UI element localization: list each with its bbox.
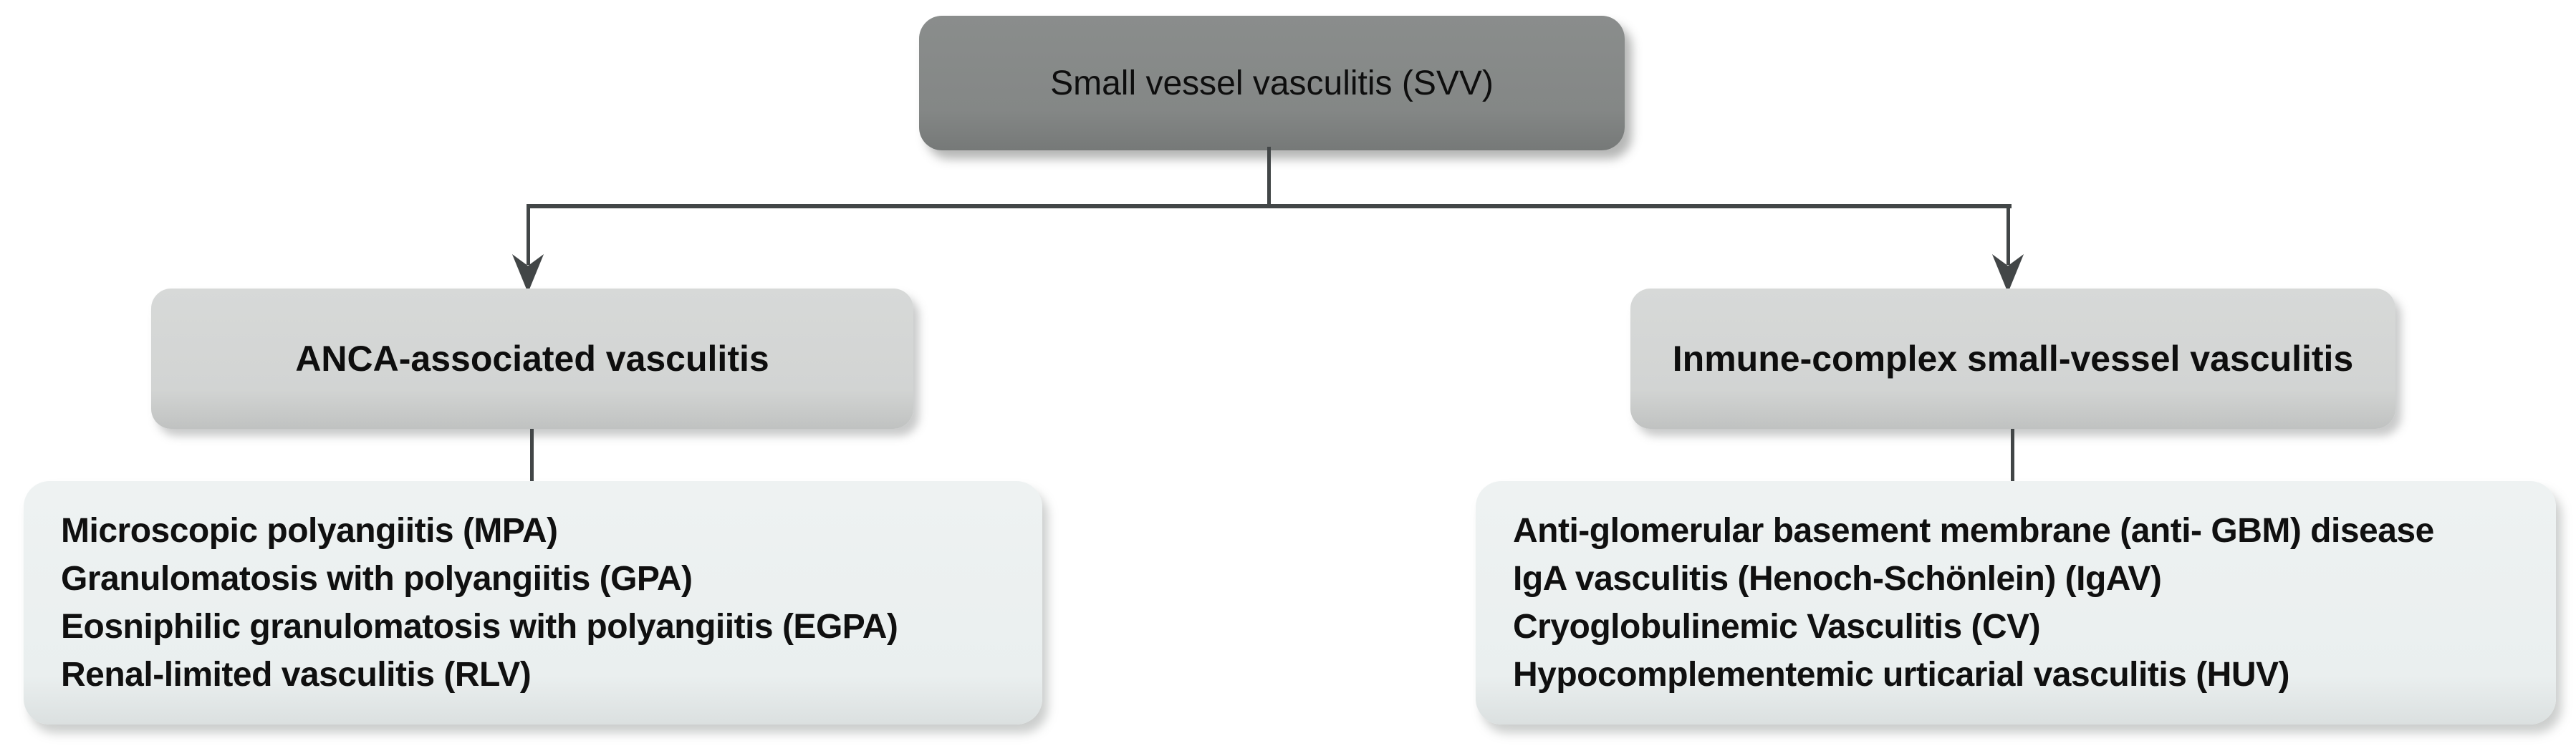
connector-horizontal-bar bbox=[527, 204, 2012, 208]
list-item: Microscopic polyangiitis (MPA) bbox=[61, 512, 558, 550]
list-item: IgA vasculitis (Henoch-Schönlein) (IgAV) bbox=[1513, 560, 2162, 598]
branch-node-label: Inmune-complex small-vessel vasculitis bbox=[1672, 339, 2354, 379]
root-node-small-vessel-vasculitis: Small vessel vasculitis (SVV) bbox=[919, 16, 1625, 150]
branch-node-immune-complex: Inmune-complex small-vessel vasculitis bbox=[1630, 289, 2395, 429]
list-item: Hypocomplementemic urticarial vasculitis… bbox=[1513, 656, 2290, 694]
branch-node-anca-associated: ANCA-associated vasculitis bbox=[151, 289, 913, 429]
connector-root-stem bbox=[1267, 147, 1271, 208]
list-item: Granulomatosis with polyangiitis (GPA) bbox=[61, 560, 693, 598]
connector-left-drop bbox=[527, 204, 530, 265]
list-item: Renal-limited vasculitis (RLV) bbox=[61, 656, 532, 694]
connector-right-drop bbox=[2007, 204, 2010, 265]
list-item: Cryoglobulinemic Vasculitis (CV) bbox=[1513, 608, 2041, 646]
connector-immune-to-list bbox=[2011, 429, 2014, 483]
list-item: Anti-glomerular basement membrane (anti-… bbox=[1513, 512, 2434, 550]
branch-node-label: ANCA-associated vasculitis bbox=[295, 339, 769, 379]
root-node-label: Small vessel vasculitis (SVV) bbox=[1050, 64, 1494, 102]
leaf-list-immune-complex: Anti-glomerular basement membrane (anti-… bbox=[1476, 481, 2556, 724]
list-item: Eosniphilic granulomatosis with polyangi… bbox=[61, 608, 898, 646]
connector-anca-to-list bbox=[530, 429, 534, 483]
leaf-list-anca-associated: Microscopic polyangiitis (MPA) Granuloma… bbox=[24, 481, 1042, 724]
